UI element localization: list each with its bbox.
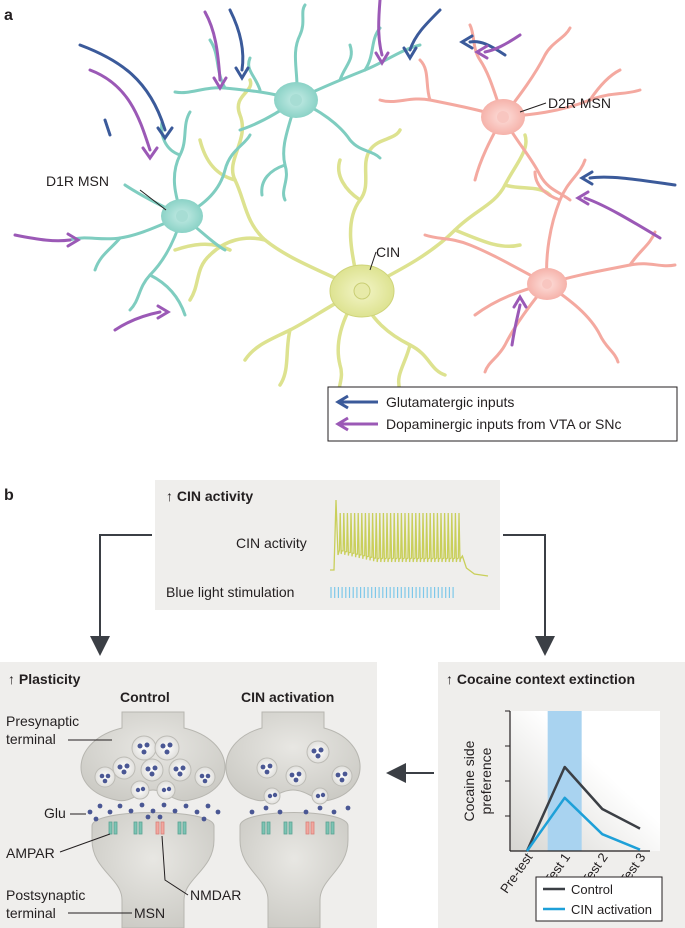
panel-a-letter: a xyxy=(4,7,13,24)
arrow-to-cocaine xyxy=(503,534,555,656)
cocaine-title: ↑ Cocaine context extinction xyxy=(446,671,635,687)
postsynaptic-label: Postsynaptic xyxy=(6,887,85,903)
legend-glutamatergic-label: Glutamatergic inputs xyxy=(386,394,514,410)
label-d2r-msn: D2R MSN xyxy=(548,95,611,111)
legend-cin-label: CIN activation xyxy=(571,902,652,917)
chart-legend xyxy=(535,876,663,922)
panel-b-letter: b xyxy=(4,487,14,504)
legend-dopaminergic-icon xyxy=(335,416,378,432)
control-synapse xyxy=(80,711,226,928)
d1r-msn-left xyxy=(68,110,252,317)
leader-d1r xyxy=(139,189,167,211)
cin-activity-title: ↑ CIN activity xyxy=(166,488,253,504)
label-cin: CIN xyxy=(376,244,400,260)
leader-ampar xyxy=(59,833,111,853)
dopaminergic-axons xyxy=(13,0,662,347)
d1r-top-nucleus xyxy=(290,94,302,106)
control-heading: Control xyxy=(120,689,170,705)
cin-activation-heading: CIN activation xyxy=(241,689,334,705)
ampar-label: AMPAR xyxy=(6,845,55,861)
d1r-left-nucleus xyxy=(176,210,188,222)
legend-glutamatergic-icon xyxy=(335,394,378,410)
ylabel-line1: Cocaine side xyxy=(461,740,477,821)
legend-dopaminergic-label: Dopaminergic inputs from VTA or SNc xyxy=(386,416,622,432)
cin-activity-label: CIN activity xyxy=(236,535,307,551)
arrow-to-plasticity xyxy=(90,534,152,656)
legend-control-label: Control xyxy=(571,882,613,897)
series-line-control xyxy=(525,765,641,852)
leader-cin xyxy=(369,251,377,271)
plot-area-bg xyxy=(510,711,660,851)
cin-activity-trace xyxy=(330,499,489,577)
glutamatergic-axons xyxy=(78,8,677,187)
plasticity-title: ↑ Plasticity xyxy=(8,671,81,687)
series-line-cin-activation xyxy=(525,796,641,852)
d2r-bottom-nucleus xyxy=(542,279,552,289)
blue-light-label: Blue light stimulation xyxy=(166,584,294,600)
presynaptic-label: Presynaptic xyxy=(6,713,79,729)
d2r-msn-bottom xyxy=(423,158,677,374)
postsynaptic-terminal-label: terminal xyxy=(6,905,56,921)
d2r-top-nucleus xyxy=(497,111,509,123)
ylabel-line2: preference xyxy=(478,747,494,814)
cin-activation-synapse xyxy=(225,711,361,928)
panel-a-legend xyxy=(327,386,678,442)
glu-label: Glu xyxy=(44,805,66,821)
presynaptic-terminal-label: terminal xyxy=(6,731,56,747)
leader-d2r xyxy=(519,102,547,113)
nmdar-label: NMDAR xyxy=(190,887,241,903)
blue-light-ticks xyxy=(330,587,454,598)
label-d1r-msn: D1R MSN xyxy=(46,173,109,189)
leader-nmdar xyxy=(161,835,189,896)
cin-nucleus xyxy=(353,282,371,300)
msn-label: MSN xyxy=(134,905,165,921)
